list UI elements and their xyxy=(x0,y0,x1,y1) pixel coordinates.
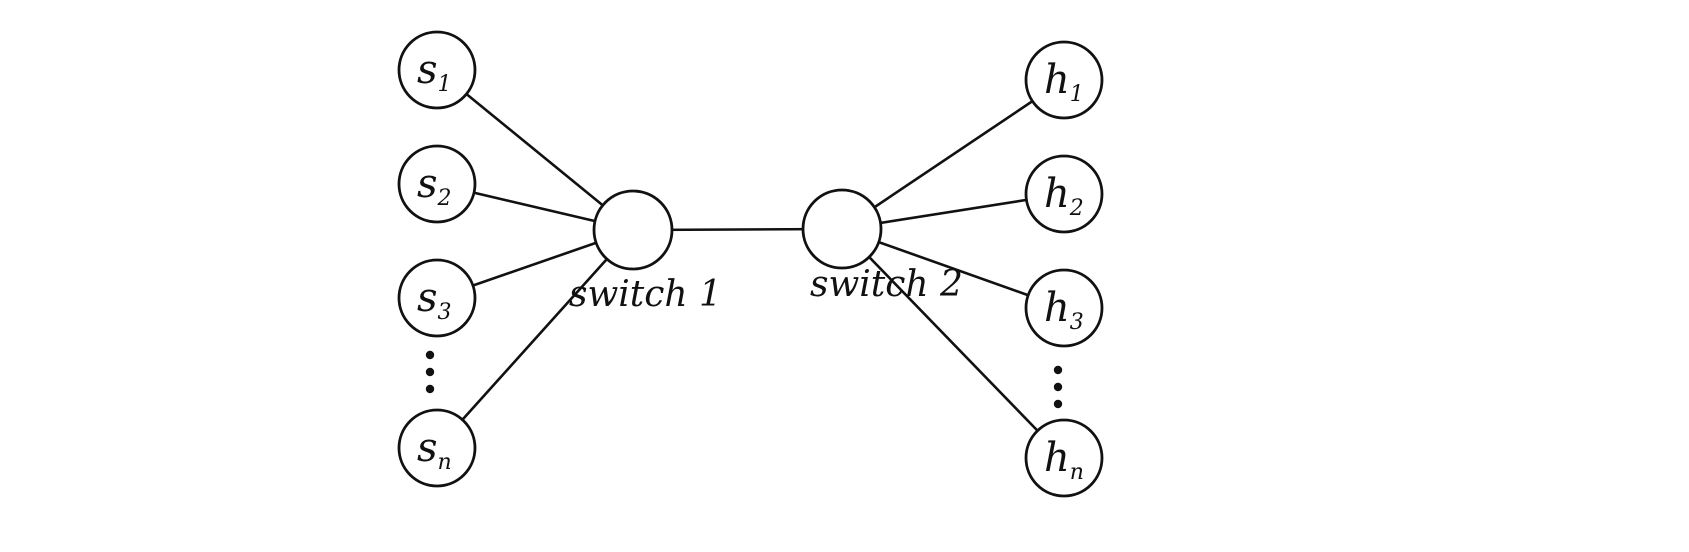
node-subscript: 1 xyxy=(438,72,452,97)
switch-label-sw2: switch 2 xyxy=(810,264,963,305)
node-subscript: 2 xyxy=(1069,196,1084,221)
node-subscript: n xyxy=(1070,460,1084,485)
node-subscript: 3 xyxy=(438,300,452,325)
node-sn: sn xyxy=(397,408,477,488)
node-circle xyxy=(397,30,477,110)
sources-ellipsis xyxy=(425,350,435,394)
node-label: sn xyxy=(417,425,452,475)
node-label: s2 xyxy=(417,161,452,211)
node-h1: h1 xyxy=(1024,40,1104,120)
ellipsis-dot xyxy=(425,350,435,360)
link-sw2-h1 xyxy=(840,78,1066,231)
ellipsis-layer xyxy=(425,350,1063,409)
link-sn-sw1 xyxy=(435,228,635,450)
ellipsis-dot xyxy=(1053,382,1063,392)
switch-sw2 xyxy=(801,188,883,270)
ellipsis-dot xyxy=(1053,399,1063,409)
node-h2: h2 xyxy=(1024,154,1104,234)
node-h3: h3 xyxy=(1024,268,1104,348)
node-circle xyxy=(397,258,477,338)
node-subscript: 2 xyxy=(437,186,452,211)
node-subscript: 3 xyxy=(1070,310,1084,335)
node-circle xyxy=(397,408,477,488)
node-subscript: 1 xyxy=(1070,82,1084,107)
hosts-ellipsis xyxy=(1053,365,1063,409)
node-s1: s1 xyxy=(397,30,477,110)
node-s3: s3 xyxy=(397,258,477,338)
link-s1-sw1 xyxy=(435,68,635,232)
node-circle xyxy=(1024,154,1104,234)
links-layer xyxy=(435,68,1066,460)
switch-label-sw1: switch 1 xyxy=(569,274,722,315)
node-s2: s2 xyxy=(397,144,477,224)
node-circle xyxy=(1024,40,1104,120)
node-circle xyxy=(1024,268,1104,348)
node-hn: hn xyxy=(1024,418,1104,498)
node-subscript: n xyxy=(438,450,452,475)
node-label: h2 xyxy=(1044,171,1084,221)
ellipsis-dot xyxy=(1053,365,1063,375)
link-sw2-hn xyxy=(840,227,1066,460)
ellipsis-dot xyxy=(425,367,435,377)
node-circle xyxy=(1024,418,1104,498)
ellipsis-dot xyxy=(425,384,435,394)
switch-sw1 xyxy=(592,189,674,271)
node-circle xyxy=(397,144,477,224)
switch-labels-layer: switch 1 switch 2 xyxy=(569,264,963,315)
nodes-layer: s1 s2 s3 sn h1 h2 h3 hn xyxy=(397,30,1104,498)
